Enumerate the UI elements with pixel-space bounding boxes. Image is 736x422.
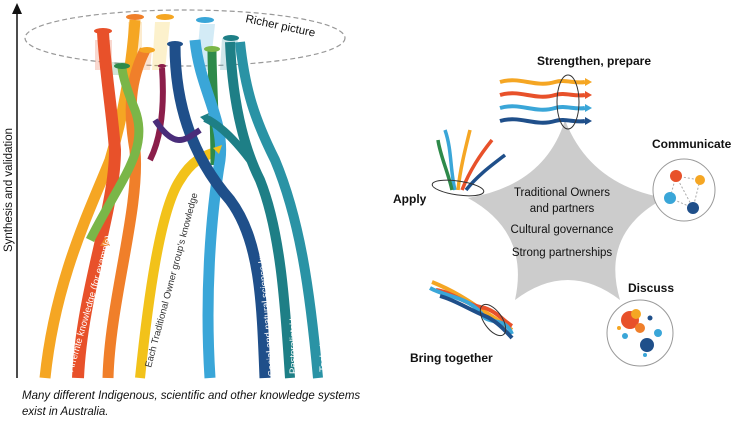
center-line-3: Cultural governance bbox=[511, 224, 614, 236]
strand-maroon bbox=[147, 67, 166, 162]
strengthen-graphic bbox=[499, 74, 592, 130]
strand-label-pastoralists: Pastoralists' knowledge bbox=[288, 275, 299, 374]
stage-apply: Apply bbox=[393, 192, 427, 206]
center-line-2: and partners bbox=[530, 203, 595, 215]
stage-discuss: Discuss bbox=[628, 281, 674, 295]
synthesis-axis bbox=[12, 3, 22, 378]
discuss-graphic bbox=[606, 299, 674, 367]
strand-biological bbox=[189, 39, 227, 379]
strand-dja-dja-wurrung bbox=[102, 47, 150, 379]
richer-picture-ellipse bbox=[24, 9, 346, 67]
strand-caps bbox=[94, 14, 239, 69]
strand-arrernte bbox=[39, 19, 141, 379]
center-line-1: Traditional Owners bbox=[514, 187, 610, 199]
strand-teal-arrow bbox=[203, 114, 254, 163]
strand-label-technical: Technical knowledge bbox=[318, 284, 329, 372]
knowledge-strands bbox=[39, 19, 323, 379]
strand-pastoralists bbox=[225, 41, 295, 379]
stage-communicate: Communicate bbox=[652, 137, 732, 151]
strand-arrowheads bbox=[100, 113, 222, 246]
richer-picture-label: Richer picture bbox=[244, 13, 316, 39]
strand-technical bbox=[235, 41, 323, 379]
stage-strengthen: Strengthen, prepare bbox=[537, 54, 651, 68]
strand-green bbox=[85, 65, 144, 243]
caption: Many different Indigenous, scientific an… bbox=[22, 390, 361, 418]
axis-label: Synthesis and validation bbox=[3, 128, 15, 252]
bring-together-graphic bbox=[429, 280, 514, 340]
strand-indigenous bbox=[72, 31, 122, 379]
strand-purple bbox=[152, 118, 202, 143]
stage-bring-together: Bring together bbox=[410, 351, 493, 365]
strand-social-science bbox=[169, 44, 271, 379]
strand-label-biological: Biological knowledge (for example) bbox=[217, 226, 233, 374]
center-line-4: Strong partnerships bbox=[512, 247, 613, 259]
communicate-graphic bbox=[652, 158, 716, 222]
center-text: Traditional Owners and partners Cultural… bbox=[511, 187, 614, 259]
apply-graphic bbox=[431, 129, 507, 197]
center-star bbox=[468, 120, 665, 300]
